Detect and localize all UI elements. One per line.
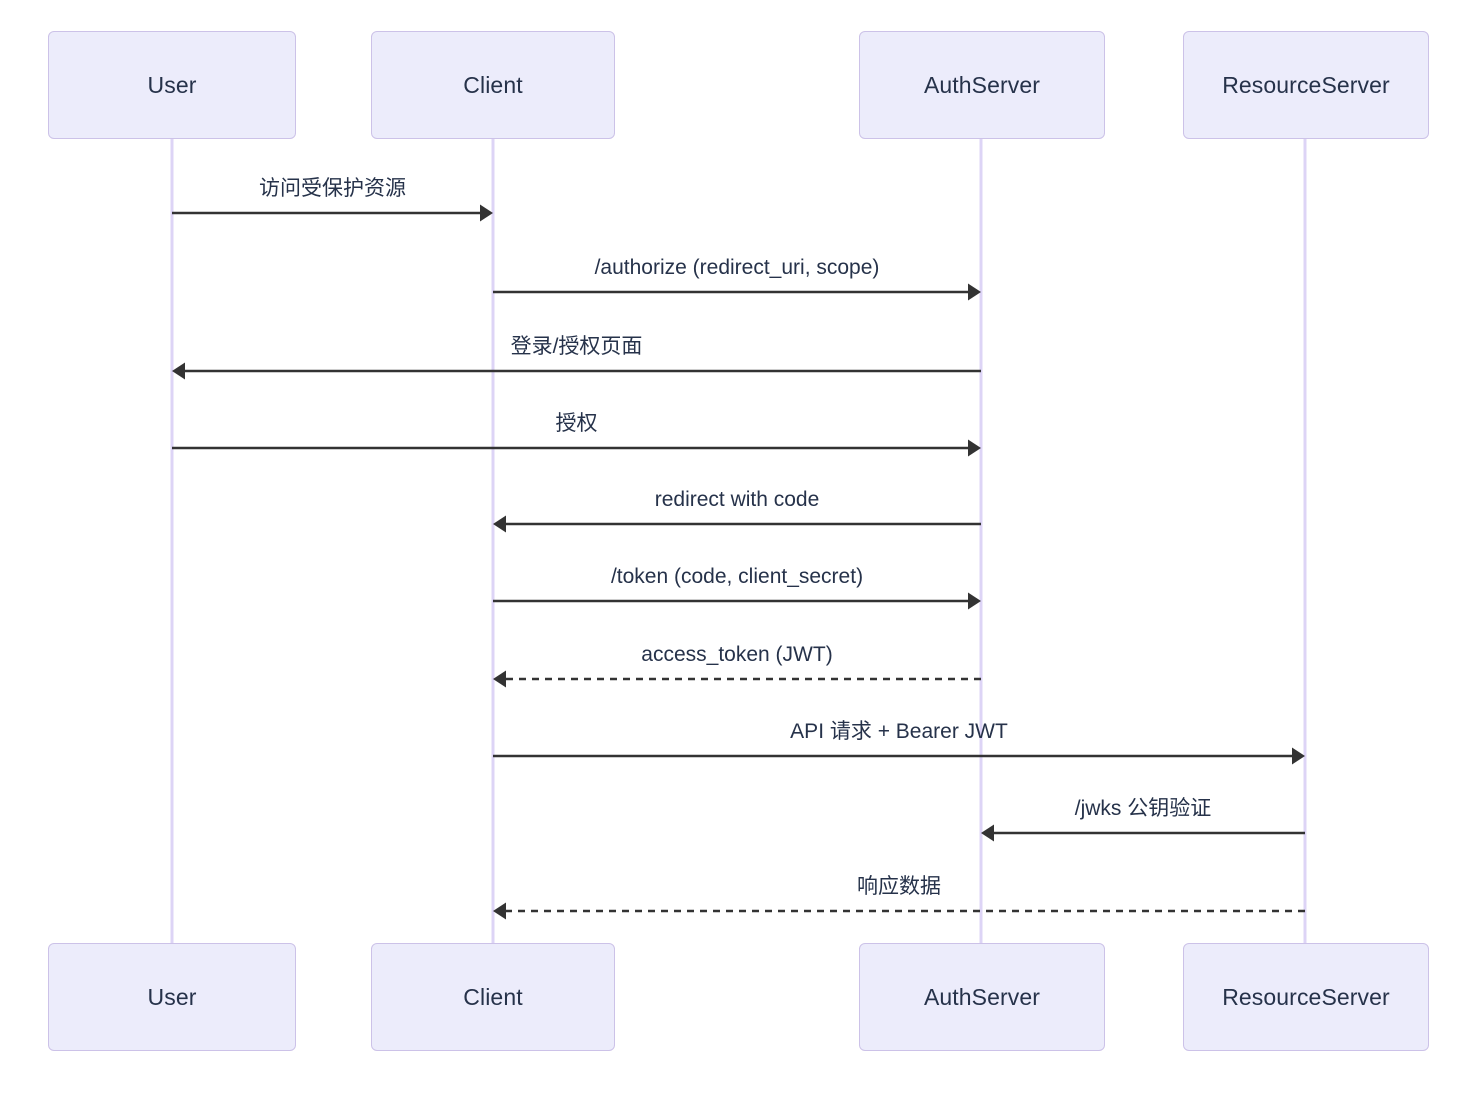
message-arrow-10[interactable] [493, 902, 1305, 920]
participant-label-authserver: AuthServer [923, 71, 1041, 98]
participant-label-user: User [147, 71, 197, 98]
message-arrow-9[interactable] [981, 824, 1305, 842]
arrowhead-10 [493, 902, 506, 920]
participant-box-authserver-top[interactable]: AuthServer [859, 31, 1105, 139]
arrowhead-7 [493, 670, 506, 688]
message-arrow-2[interactable] [493, 283, 981, 301]
participant-box-authserver-bottom[interactable]: AuthServer [859, 943, 1105, 1051]
arrowhead-1 [480, 204, 493, 222]
message-arrow-8[interactable] [493, 747, 1305, 765]
participant-label-resourceserver: ResourceServer [1222, 71, 1390, 98]
message-arrow-1[interactable] [172, 204, 493, 222]
message-arrow-4[interactable] [172, 439, 981, 457]
participant-box-user-bottom[interactable]: User [48, 943, 296, 1051]
participant-box-client-bottom[interactable]: Client [371, 943, 615, 1051]
arrowhead-4 [968, 439, 981, 457]
participant-label-authserver: AuthServer [923, 983, 1041, 1010]
participant-box-resourceserver-top[interactable]: ResourceServer [1183, 31, 1429, 139]
message-arrow-5[interactable] [493, 515, 981, 533]
arrowhead-8 [1292, 747, 1305, 765]
message-label-5: redirect with code [654, 487, 820, 511]
participant-box-user-top[interactable]: User [48, 31, 296, 139]
participant-label-client: Client [463, 71, 523, 98]
message-label-2: /authorize (redirect_uri, scope) [594, 255, 880, 279]
arrowhead-2 [968, 283, 981, 301]
participant-label-resourceserver: ResourceServer [1222, 983, 1390, 1010]
participant-box-client-top[interactable]: Client [371, 31, 615, 139]
arrowhead-3 [172, 362, 185, 380]
message-label-1: 访问受保护资源 [259, 176, 406, 200]
message-arrows-layer [172, 204, 1305, 920]
message-label-6: /token (code, client_secret) [610, 564, 864, 588]
message-arrow-6[interactable] [493, 592, 981, 610]
arrowhead-9 [981, 824, 994, 842]
message-label-4: 授权 [555, 411, 598, 435]
message-label-8: API 请求 + Bearer JWT [790, 719, 1008, 743]
participant-label-client: Client [463, 983, 523, 1010]
message-label-9: /jwks 公钥验证 [1074, 796, 1212, 820]
message-label-7: access_token (JWT) [641, 642, 833, 666]
arrowhead-5 [493, 515, 506, 533]
message-arrow-7[interactable] [493, 670, 981, 688]
message-arrow-3[interactable] [172, 362, 981, 380]
message-label-10: 响应数据 [857, 874, 941, 898]
arrowhead-6 [968, 592, 981, 610]
participant-label-user: User [147, 983, 197, 1010]
lifelines-layer [170, 139, 1307, 943]
message-label-3: 登录/授权页面 [510, 334, 643, 358]
participant-box-resourceserver-bottom[interactable]: ResourceServer [1183, 943, 1429, 1051]
